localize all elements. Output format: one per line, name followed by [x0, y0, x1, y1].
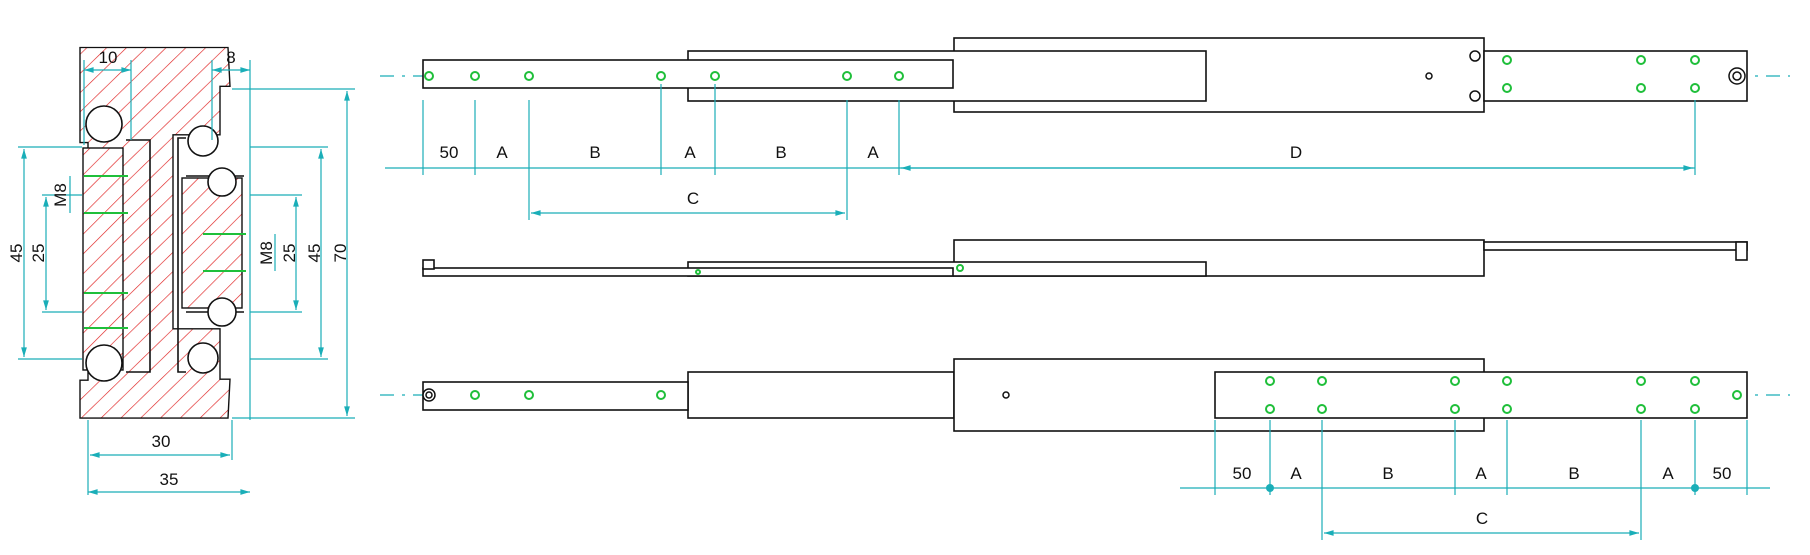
ball-bearings	[85, 105, 237, 382]
bottom-view: 50 A B A B A 50 C	[380, 358, 1790, 540]
top-label-a3: A	[867, 143, 879, 162]
bottom-label-50-left: 50	[1233, 464, 1252, 483]
dim-35: 35	[160, 470, 179, 489]
bottom-label-a2: A	[1475, 464, 1487, 483]
cross-section: 10 8 45 25 M8 M8 25 45 70 30 35	[7, 46, 355, 495]
top-label-b1: B	[589, 143, 600, 162]
side-inner	[422, 267, 954, 277]
dim-8: 8	[226, 48, 235, 67]
top-label-a2: A	[684, 143, 696, 162]
top-view: 50 A B A B A D C	[380, 37, 1790, 220]
mounting-holes	[424, 50, 1746, 102]
bottom-label-a1: A	[1290, 464, 1302, 483]
right-inner-rail	[181, 177, 243, 309]
bottom-label-c: C	[1476, 509, 1488, 528]
top-label-50: 50	[440, 143, 459, 162]
top-label-a1: A	[496, 143, 508, 162]
dim-70: 70	[331, 244, 350, 263]
bottom-dimensions: 50 A B A B A 50 C	[1180, 420, 1770, 540]
bottom-label-50-right: 50	[1713, 464, 1732, 483]
bottom-label-b2: B	[1568, 464, 1579, 483]
left-inner-rail	[82, 147, 124, 371]
dim-25-right: 25	[280, 244, 299, 263]
bottom-label-a3: A	[1662, 464, 1674, 483]
thread-m8-left: M8	[51, 183, 70, 207]
side-view	[422, 239, 1748, 277]
dim-25-left: 25	[29, 244, 48, 263]
top-label-b2: B	[775, 143, 786, 162]
top-label-d: D	[1290, 143, 1302, 162]
inner-member	[422, 59, 954, 89]
bottom-holes	[422, 376, 1742, 414]
dim-30: 30	[152, 432, 171, 451]
dim-45-left: 45	[7, 244, 26, 263]
top-label-c: C	[687, 189, 699, 208]
thread-m8-right: M8	[257, 241, 276, 265]
extension-bar	[1483, 50, 1748, 102]
bottom-label-b1: B	[1382, 464, 1393, 483]
thread-bores	[84, 175, 246, 329]
dimensions: 10 8 45 25 M8 M8 25 45 70 30 35	[7, 48, 355, 495]
dim-45-right: 45	[305, 244, 324, 263]
dim-10: 10	[99, 48, 118, 67]
top-dimensions: 50 A B A B A D C	[385, 84, 1696, 220]
